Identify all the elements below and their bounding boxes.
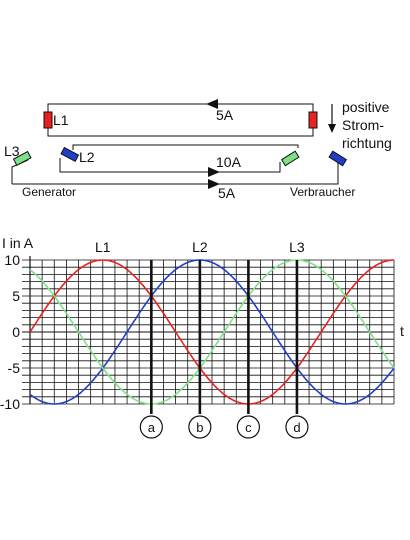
series-l2-curve bbox=[29, 259, 395, 405]
y-tick-label: 5 bbox=[12, 288, 20, 304]
marker-a-label: a bbox=[148, 420, 156, 435]
marker-b-circle bbox=[188, 415, 212, 439]
series-l2-label: L2 bbox=[192, 239, 208, 255]
arrow-top bbox=[206, 99, 218, 109]
l2-consumer-element bbox=[328, 150, 348, 167]
label-generator: Generator bbox=[22, 185, 76, 199]
l2-generator-element bbox=[60, 146, 80, 162]
y-tick-label: 0 bbox=[12, 324, 20, 340]
marker-b-label: b bbox=[196, 420, 203, 435]
y-tick-label: 10 bbox=[4, 252, 20, 268]
label-l2: L2 bbox=[79, 149, 95, 165]
legend-line-3: richtung bbox=[342, 135, 392, 151]
series-l1-label: L1 bbox=[95, 239, 111, 255]
arrow-mid bbox=[208, 167, 220, 177]
marker-d-circle bbox=[285, 415, 309, 439]
series-l3-curve bbox=[29, 259, 395, 405]
marker-a-circle bbox=[139, 415, 163, 439]
arrow-bottom bbox=[208, 179, 220, 189]
direction-legend: positive Strom- richtung bbox=[328, 99, 392, 151]
current-arrows bbox=[206, 99, 220, 189]
l3-consumer-element bbox=[280, 150, 300, 167]
marker-c-circle bbox=[236, 415, 260, 439]
y-tick-label: -10 bbox=[0, 396, 20, 412]
label-l3: L3 bbox=[4, 143, 20, 159]
marker-d-label: d bbox=[293, 420, 300, 435]
marker-c-label: c bbox=[245, 420, 252, 435]
y-tick-label: -5 bbox=[8, 360, 21, 376]
l1-consumer-element bbox=[308, 111, 318, 129]
label-consumer: Verbraucher bbox=[290, 185, 355, 199]
legend-line-1: positive bbox=[342, 99, 390, 115]
series-l1-curve bbox=[29, 259, 394, 405]
label-l1: L1 bbox=[53, 112, 69, 128]
y-axis-label: I in A bbox=[2, 235, 34, 251]
series-l3-label: L3 bbox=[289, 239, 305, 255]
l3-generator-element bbox=[12, 150, 32, 166]
label-current-bottom: 5A bbox=[218, 185, 236, 201]
l1-generator-element bbox=[43, 111, 53, 129]
current-waveform-chart: 10 5 0 -5 -10 I in A t L1 L2 L3 a b c d bbox=[0, 235, 404, 439]
label-current-mid: 10A bbox=[216, 154, 242, 170]
label-current-top: 5A bbox=[216, 107, 234, 123]
x-axis-label: t bbox=[400, 323, 404, 339]
legend-line-2: Strom- bbox=[342, 117, 384, 133]
down-arrow-icon bbox=[328, 124, 336, 133]
circuit-wires bbox=[11, 103, 339, 185]
